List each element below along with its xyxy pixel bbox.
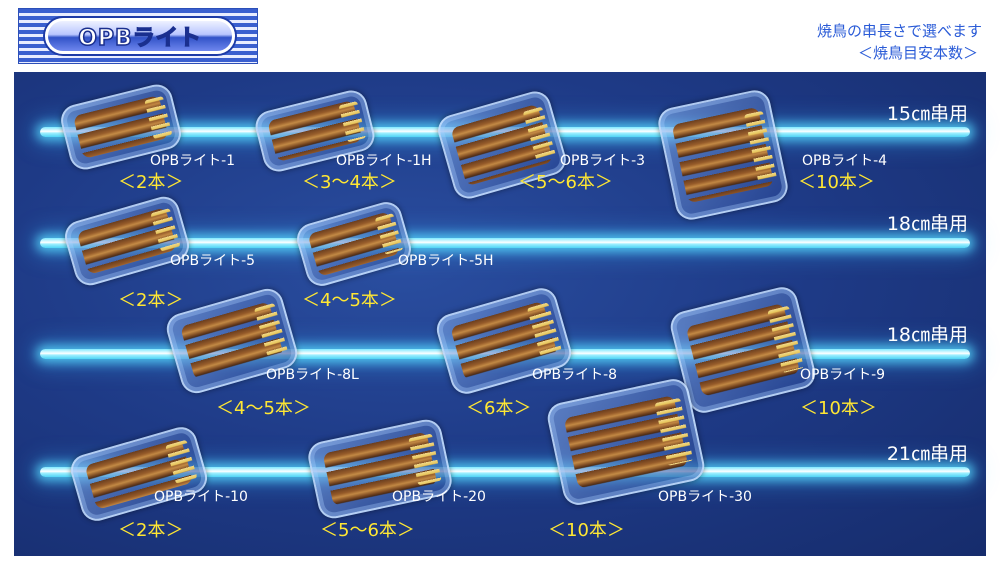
row-label-18cm: 18㎝串用 xyxy=(886,213,968,235)
bottle-count: ＜6本＞ xyxy=(466,398,532,419)
yakitori-tray-image xyxy=(61,193,193,289)
row-label-15cm: 15㎝串用 xyxy=(886,103,968,125)
bottle-count: ＜5～6本＞ xyxy=(518,172,613,193)
product-panel: 15㎝串用 18㎝串用 18㎝串用 21㎝串用 OPBライト-1 ＜2本＞ OP… xyxy=(14,72,986,556)
product-name: OPBライト-20 xyxy=(392,489,486,505)
product-name: OPBライト-9 xyxy=(800,367,886,383)
bottle-count: ＜10本＞ xyxy=(798,172,875,193)
yakitori-tray-image xyxy=(67,423,211,525)
logo-text: OPBライト xyxy=(77,25,202,52)
yakitori-tray-image xyxy=(655,87,791,223)
row-label-21cm: 21㎝串用 xyxy=(886,443,968,465)
row-guide-line xyxy=(40,238,970,248)
bottle-count: ＜2本＞ xyxy=(118,520,184,541)
bottle-count: ＜3～4本＞ xyxy=(302,172,397,193)
bottle-count: ＜10本＞ xyxy=(548,520,625,541)
product-name: OPBライト-8L xyxy=(266,367,359,383)
product-name: OPBライト-8 xyxy=(532,367,618,383)
product-name: OPBライト-4 xyxy=(802,153,888,169)
product-name: OPBライト-5H xyxy=(398,253,494,269)
bottle-count: ＜4～5本＞ xyxy=(216,398,311,419)
logo-banner: OPBライト xyxy=(18,8,258,64)
product-name: OPBライト-1H xyxy=(336,153,432,169)
product-name: OPBライト-3 xyxy=(560,153,646,169)
header-tagline: 焼鳥の串長さで選べます xyxy=(816,22,982,40)
product-name: OPBライト-30 xyxy=(658,489,752,505)
bottle-count: ＜10本＞ xyxy=(800,398,877,419)
yakitori-tray-image xyxy=(293,198,415,290)
bottle-count: ＜4～5本＞ xyxy=(302,290,397,311)
bottle-count: ＜2本＞ xyxy=(118,172,184,193)
logo-pill: OPBライト xyxy=(45,18,235,54)
header-subtitle: ＜焼鳥目安本数＞ xyxy=(857,44,978,62)
row-guide-line xyxy=(40,467,970,477)
row-label-18cm: 18㎝串用 xyxy=(886,324,968,346)
product-name: OPBライト-1 xyxy=(150,153,236,169)
bottle-count: ＜2本＞ xyxy=(118,290,184,311)
bottle-count: ＜5～6本＞ xyxy=(320,520,415,541)
product-name: OPBライト-10 xyxy=(154,489,248,505)
product-name: OPBライト-5 xyxy=(170,253,256,269)
